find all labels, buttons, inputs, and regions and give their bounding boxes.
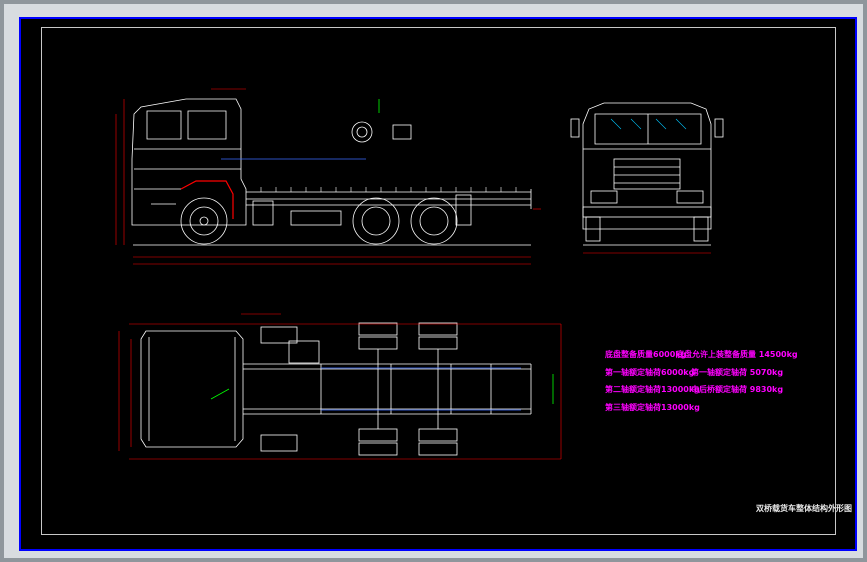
spec-axle-1-rated: 第一轴额定轴荷 5070kg — [691, 368, 784, 377]
spec-body-weight: 底盘允许上装整备质量 14500kg — [676, 350, 798, 359]
spec-curb-weight: 底盘整备质量6000kg — [605, 350, 687, 359]
detail-view — [351, 121, 412, 143]
top-view-chassis — [140, 322, 532, 456]
spec-rear-axle: 中后桥额定轴荷 9830kg — [691, 385, 784, 394]
spec-axle-3: 第三轴额定轴荷13000kg — [605, 403, 700, 412]
side-view-truck — [131, 98, 532, 246]
vehicle-drawing — [115, 88, 724, 460]
cad-viewport[interactable]: 底盘整备质量6000kg 第一轴额定轴荷6000kg 第二轴额定轴荷13000k… — [4, 4, 863, 558]
spec-axle-1: 第一轴额定轴荷6000kg — [605, 368, 695, 377]
dimension-lines — [115, 88, 711, 460]
spec-axle-2: 第二轴额定轴荷13000kg — [605, 385, 700, 394]
drawing-canvas[interactable]: 底盘整备质量6000kg 第一轴额定轴荷6000kg 第二轴额定轴荷13000k… — [19, 17, 857, 551]
drawing-title: 双桥载货车整体结构外形图 — [756, 504, 852, 513]
cab-glass — [610, 118, 687, 130]
drawing-border — [41, 27, 836, 535]
front-view-truck — [570, 102, 724, 246]
